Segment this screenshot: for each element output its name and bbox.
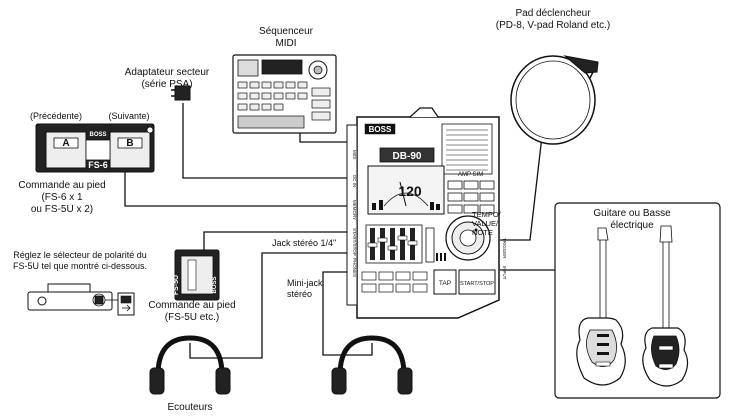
level-sliders: [365, 224, 435, 264]
port-labels: MIDI DC IN MEMORY START/STOP PHONES TRIG…: [352, 150, 507, 280]
port-label-start-stop: START/STOP: [352, 228, 357, 256]
guitar-bass-label: Guitare ou Basse électrique: [593, 208, 671, 231]
midi-sequencer: [232, 54, 337, 134]
trigger-pad: [510, 55, 599, 145]
port-label-dcin: DC IN: [352, 175, 357, 187]
fs6-previous-label: (Précédente): [29, 111, 83, 121]
headphones-right: [331, 335, 413, 395]
trigger-pad-label: Pad déclencheur (PD-8, V-pad Roland etc.…: [495, 8, 611, 31]
fs6-caption: Commande au pied (FS-6 x 1 ou FS-5U x 2): [18, 180, 106, 215]
electric-guitar: [576, 227, 626, 386]
db90-metronome: [346, 107, 500, 319]
fs5u-brand-text: BOSS: [212, 276, 218, 293]
tap-label: TAP: [439, 280, 451, 287]
tap-button: [433, 269, 457, 295]
electric-bass: [642, 225, 689, 387]
phones-minijack-cable: [322, 271, 373, 356]
polarity-switch-illustration: [27, 283, 135, 316]
port-label-memory: MEMORY: [352, 200, 357, 220]
port-label-input: INPUT: [502, 266, 507, 280]
start-stop-label: START/STOP: [460, 281, 494, 287]
polarity-note: Réglez le sélecteur de polarité du FS-5U…: [12, 250, 148, 271]
fs5u-footswitch: [174, 249, 220, 301]
tempo-display-text: 120: [398, 183, 422, 199]
minijack-label: Mini-jack stéréo: [287, 278, 323, 299]
phones-jack-cable: [189, 252, 347, 359]
headphones-label: Ecouteurs: [167, 402, 213, 413]
port-label-trigger: TRIGGER: [502, 238, 507, 259]
speaker-grill: [441, 123, 493, 175]
fs6-pedal-b-letter: B: [126, 138, 133, 149]
db90-model-text: DB-90: [393, 151, 422, 162]
fs6-footswitch: [35, 123, 155, 173]
boss-logo-plate: [364, 123, 396, 135]
adapter-label: Adaptateur secteur (série PSA): [124, 67, 210, 90]
fs6-cable: [124, 168, 347, 207]
start-stop-button: [458, 269, 496, 295]
trigger-cable: [500, 109, 546, 241]
amp-sim-label: AMP SIM: [458, 172, 483, 178]
fs6-model-text: FS-6: [88, 160, 108, 170]
fs5u-model-text: FS-5U: [173, 275, 180, 295]
fs6-pedal-a-letter: A: [62, 138, 69, 149]
function-buttons: [361, 271, 428, 293]
ac-adapter: [171, 85, 191, 101]
fs6-next-label: (Suivante): [108, 111, 150, 121]
fs6-brand-text: BOSS: [89, 132, 106, 138]
headphones-left: [149, 335, 231, 395]
port-label-phones: PHONES: [352, 258, 357, 277]
fs5u-caption: Commande au pied (FS-5U etc.): [148, 300, 236, 323]
tempo-knob-label: TEMPO/ VALUE/ NOTE: [472, 210, 501, 237]
tempo-dial: [445, 215, 491, 261]
model-plate: [379, 147, 435, 163]
mode-buttons: [447, 180, 495, 214]
dc-cable: [182, 103, 347, 179]
db90-brand-text: BOSS: [369, 125, 392, 134]
sequencer-label: Séquenceur MIDI: [259, 26, 313, 49]
port-label-midi: MIDI: [352, 150, 357, 160]
jack-stereo-label: Jack stéréo 1/4": [272, 238, 337, 248]
